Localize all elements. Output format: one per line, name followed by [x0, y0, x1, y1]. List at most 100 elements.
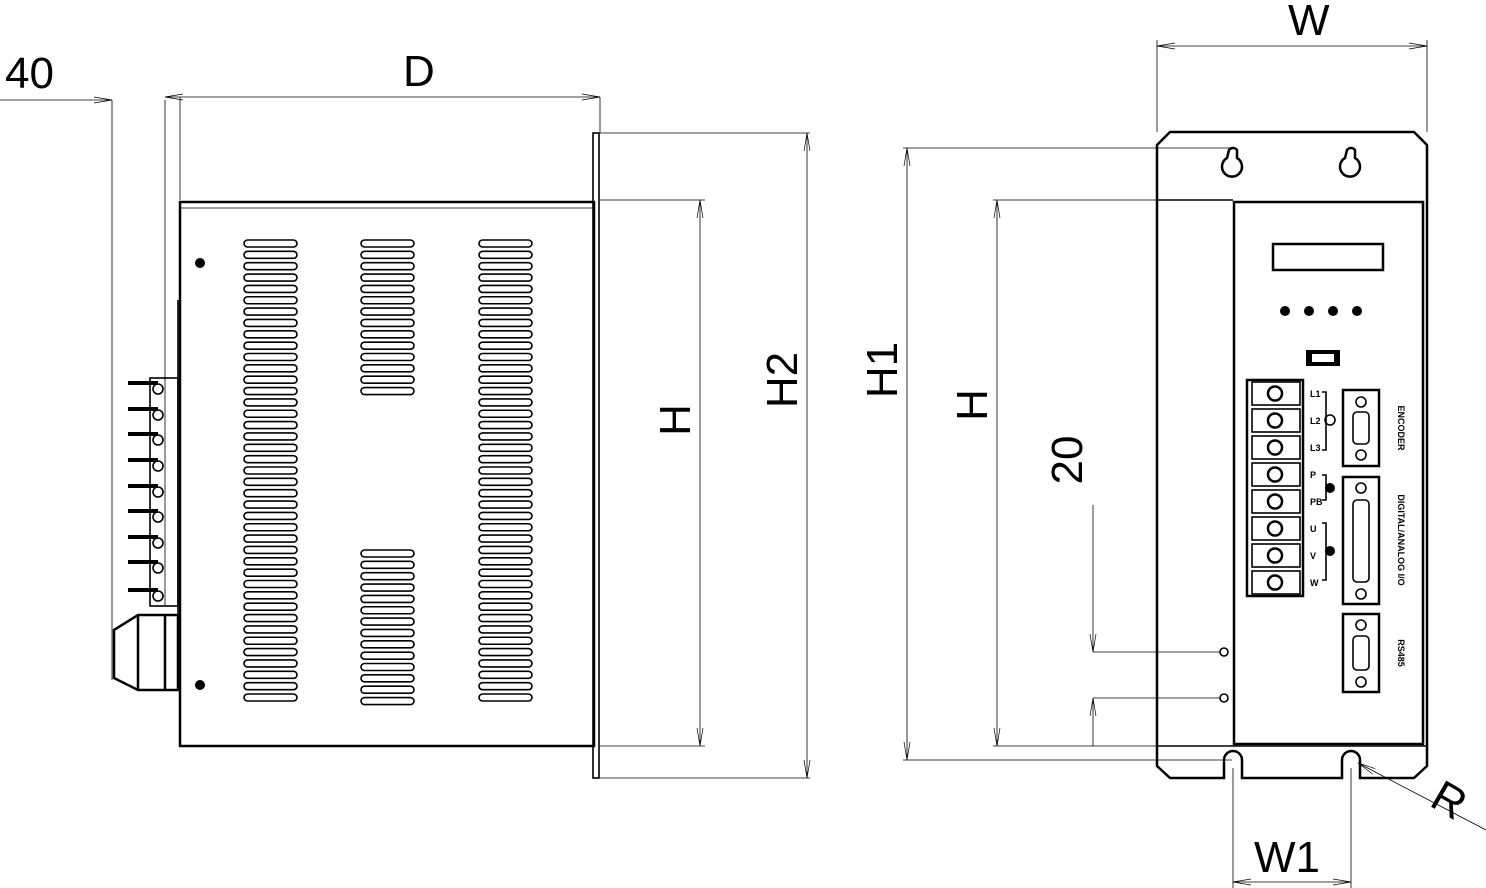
vent-slot: [478, 579, 533, 589]
connector-encoder[interactable]: [1341, 388, 1381, 468]
vent-slot: [243, 318, 298, 328]
terminal-V[interactable]: [1251, 543, 1301, 568]
terminal-L3[interactable]: [1251, 435, 1301, 460]
label-h1: H1: [858, 342, 907, 398]
vent-slot: [360, 639, 415, 649]
display: [1271, 242, 1385, 272]
label-h2: H2: [758, 352, 807, 408]
terminal-PB[interactable]: [1251, 489, 1301, 514]
panel-button[interactable]: [1280, 306, 1290, 316]
vent-slot: [360, 295, 415, 305]
vent-slot: [478, 693, 533, 702]
vent-slot: [478, 636, 533, 646]
vent-slot: [478, 420, 533, 430]
terminal-W[interactable]: [1251, 570, 1301, 595]
keyhole-left: [1220, 146, 1244, 178]
vent-slot: [360, 284, 415, 294]
vent-slot: [478, 341, 533, 350]
vent-slot: [478, 239, 533, 248]
vent-slot: [243, 295, 298, 305]
terminal-U[interactable]: [1251, 516, 1301, 541]
vent-slot: [243, 488, 298, 498]
side-dimensions: 40 D H H2: [0, 47, 810, 779]
vent-slot: [243, 579, 298, 589]
vent-slot: [478, 273, 533, 282]
vent-slot: [243, 307, 298, 316]
vent-slot: [243, 636, 298, 646]
terminal-label: PB: [1310, 497, 1323, 507]
vent-slot: [478, 670, 533, 680]
vent-slot: [478, 488, 533, 498]
vent-slot: [243, 477, 298, 487]
panel-button[interactable]: [1328, 306, 1338, 316]
vent-slot: [478, 318, 533, 328]
screw-icon: [1266, 547, 1284, 564]
vent-slot: [478, 625, 533, 634]
vent-slot: [243, 670, 298, 680]
vent-slot: [478, 681, 533, 691]
vent-slot: [243, 647, 298, 657]
vent-slot: [360, 341, 415, 350]
vent-slot: [360, 250, 415, 260]
screw-bottom: [195, 680, 205, 690]
vent-slot: [360, 560, 415, 570]
vent-slot: [478, 250, 533, 260]
side-connectors: [128, 377, 179, 607]
vent-slot: [478, 398, 533, 407]
terminal-L1[interactable]: [1251, 381, 1301, 406]
vent-slot: [360, 239, 415, 248]
terminal-L2[interactable]: [1251, 408, 1301, 433]
screw-icon: [1266, 493, 1284, 510]
vent-slot: [243, 364, 298, 373]
vent-slot: [360, 628, 415, 638]
vent-slot: [243, 398, 298, 407]
vent-slot: [478, 329, 533, 339]
panel-button[interactable]: [1304, 306, 1314, 316]
vent-slot: [243, 273, 298, 282]
label-encoder: ENCODER: [1396, 405, 1406, 451]
vent-slot: [360, 594, 415, 604]
ground-hole: [1219, 647, 1229, 657]
vent-slots: [243, 239, 533, 706]
vent-slot: [360, 329, 415, 339]
motor-plug: [112, 613, 180, 692]
label-h-side: H: [651, 404, 700, 436]
vent-slot: [478, 261, 533, 271]
vent-slot: [360, 685, 415, 695]
vent-slot: [243, 511, 298, 521]
vent-slot: [360, 583, 415, 592]
vent-slot: [243, 693, 298, 702]
vent-slot: [243, 250, 298, 260]
vent-slot: [243, 613, 298, 623]
side-body: [178, 200, 596, 748]
screw-icon: [1266, 385, 1284, 402]
vent-slot: [478, 602, 533, 612]
terminal-label: W: [1310, 578, 1319, 588]
vent-slot: [243, 591, 298, 600]
screw-icon: [1266, 520, 1284, 537]
vent-slot: [478, 511, 533, 521]
vent-slot: [478, 545, 533, 555]
vent-slot: [243, 568, 298, 577]
vent-slot: [478, 307, 533, 316]
vent-slot: [478, 454, 533, 464]
vent-slot: [243, 466, 298, 475]
connector-io[interactable]: [1341, 475, 1381, 606]
vent-slot: [478, 375, 533, 385]
vent-slot: [478, 500, 533, 509]
terminal-P[interactable]: [1251, 462, 1301, 487]
vent-slot: [360, 571, 415, 581]
terminal-label: P: [1310, 470, 1316, 480]
vent-slot: [243, 420, 298, 430]
vent-slot: [360, 696, 415, 706]
vent-slot: [478, 568, 533, 577]
vent-slot: [478, 443, 533, 453]
connector-rs485[interactable]: [1341, 612, 1381, 694]
vent-slot: [360, 318, 415, 328]
vent-slot: [478, 613, 533, 623]
vent-slot: [478, 647, 533, 657]
vent-slot: [478, 409, 533, 419]
panel-button[interactable]: [1352, 306, 1362, 316]
